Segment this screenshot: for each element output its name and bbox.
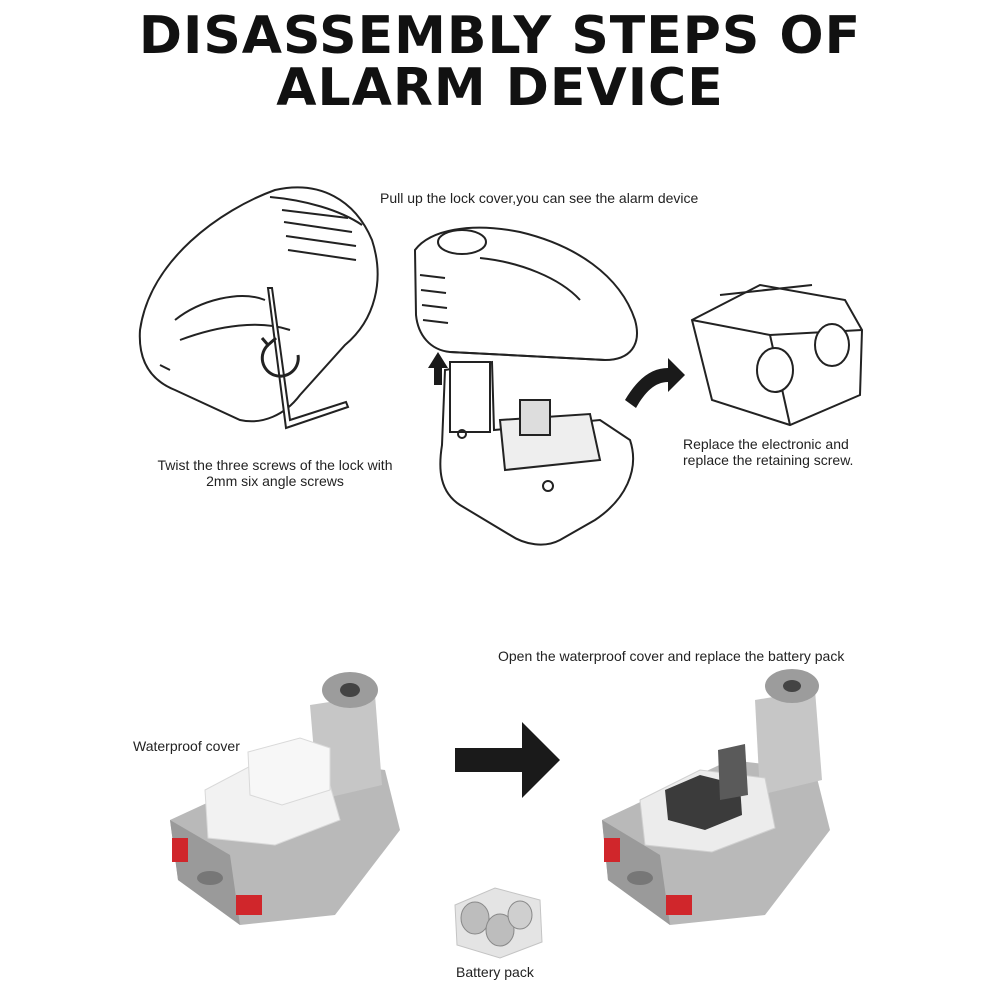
lock-base-open-drawing [439, 360, 635, 546]
lock-cover-lifted-drawing [413, 226, 638, 362]
step-replace-caption-line-2: replace the retaining screw. [683, 452, 854, 468]
lock-with-waterproof-cover-photo [170, 672, 400, 925]
red-reflector [172, 838, 188, 862]
battery-pack-label: Battery pack [456, 964, 534, 980]
red-reflector [666, 895, 692, 915]
battery-pack-photo [454, 887, 543, 959]
page-title-line-2: ALARM DEVICE [276, 58, 724, 118]
red-reflector [236, 895, 262, 915]
step-twist-screws-caption-line-2: 2mm six angle screws [206, 473, 344, 489]
lock-body-line-drawing [138, 186, 379, 423]
allen-key-icon [266, 287, 350, 430]
step-replace-caption-line-1: Replace the electronic and [683, 436, 849, 452]
curved-arrow-right-icon [625, 358, 685, 408]
waterproof-cover-label: Waterproof cover [133, 738, 240, 754]
rotate-icon [260, 336, 300, 378]
electronic-module-drawing [690, 283, 864, 427]
step-twist-screws-caption-line-1: Twist the three screws of the lock with [157, 457, 393, 473]
lock-opened-photo [602, 669, 830, 925]
arrow-right-icon [455, 722, 560, 798]
open-waterproof-cover-caption: Open the waterproof cover and replace th… [498, 648, 845, 664]
page-title-line-1: DISASSEMBLY STEPS OF [138, 6, 862, 66]
red-reflector [604, 838, 620, 862]
step-pull-cover-caption: Pull up the lock cover,you can see the a… [380, 190, 699, 206]
arrow-up-icon [428, 352, 448, 385]
